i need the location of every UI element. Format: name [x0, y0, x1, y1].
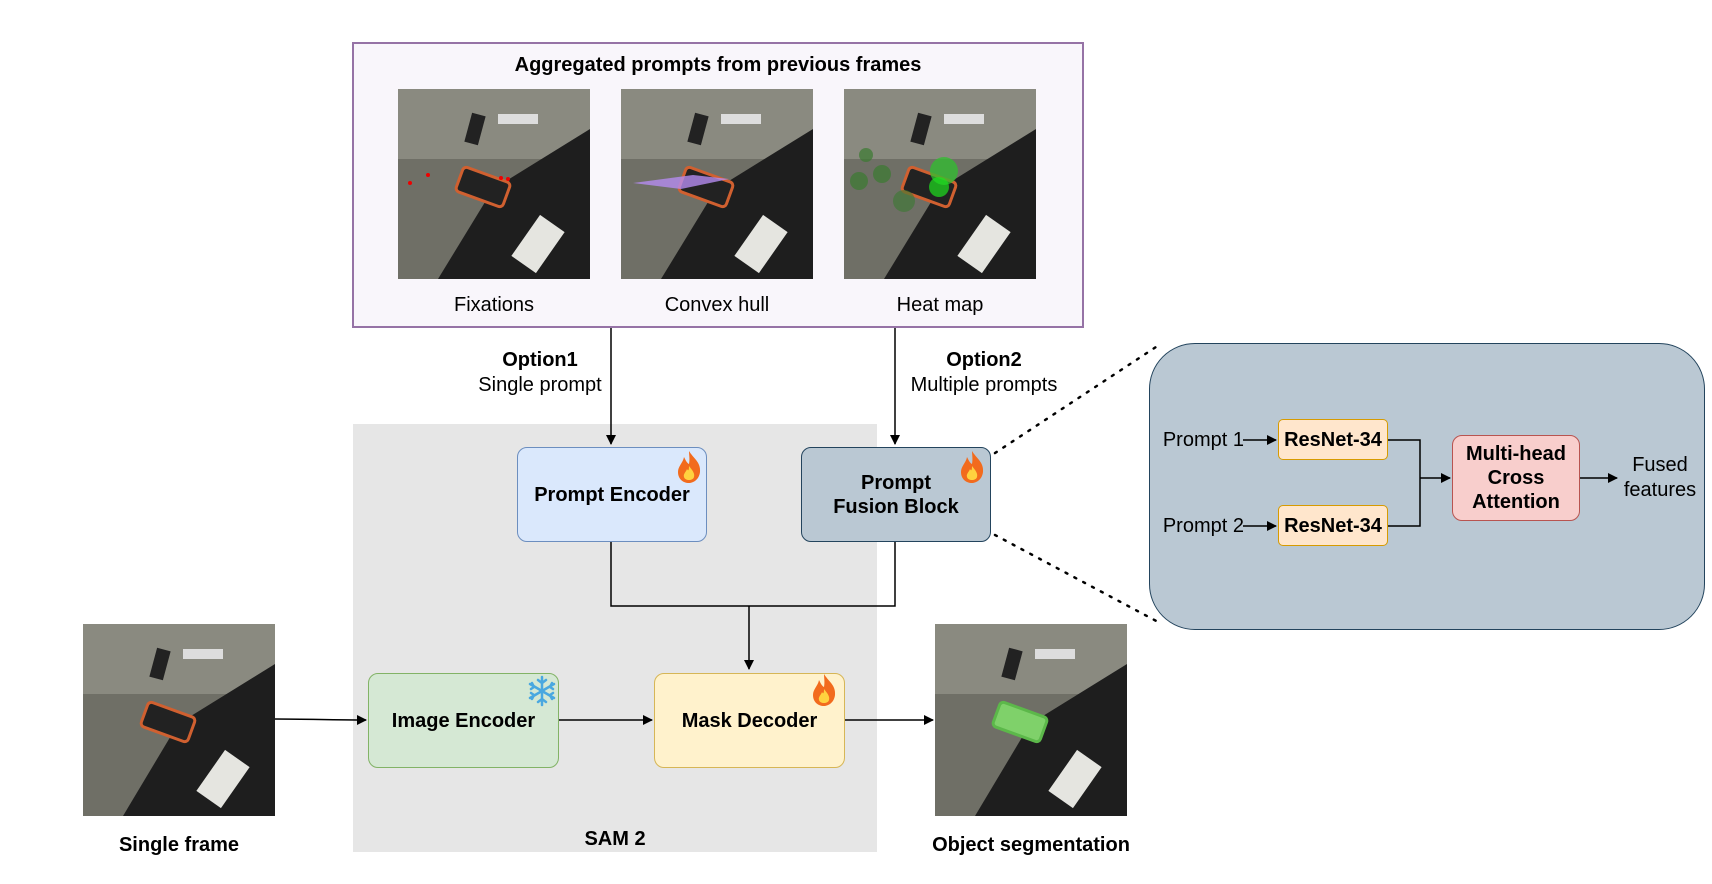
fusion-label-line2: Fusion Block	[833, 495, 959, 518]
snowflake-icon	[528, 675, 556, 707]
attention-line1: Multi-head	[1466, 443, 1566, 465]
resnet-label-2: ResNet-34	[1284, 514, 1382, 537]
mask-decoder-block: Mask Decoder	[654, 673, 845, 768]
caption-heat-map: Heat map	[896, 294, 984, 316]
sam2-label: SAM 2	[584, 828, 646, 850]
convex-hull-image	[621, 89, 813, 279]
image-encoder-label: Image Encoder	[391, 709, 536, 732]
option1-title: Option1	[502, 349, 578, 371]
option2-subtitle: Multiple prompts	[910, 374, 1058, 396]
fused-features-line2: features	[1623, 479, 1697, 501]
image-encoder-block: Image Encoder	[368, 673, 559, 768]
option1-subtitle: Single prompt	[478, 374, 602, 396]
aggregate-title: Aggregated prompts from previous frames	[514, 54, 922, 76]
resnet-block-2: ResNet-34	[1278, 505, 1388, 546]
heat-map-image	[844, 89, 1036, 279]
flame-icon	[678, 451, 701, 483]
fused-features-line1: Fused	[1632, 454, 1688, 476]
flame-icon	[961, 451, 984, 483]
output-segmentation-image	[935, 624, 1127, 816]
resnet-label-1: ResNet-34	[1284, 428, 1382, 451]
fixations-image	[398, 89, 590, 279]
cross-attention-block: Multi-head Cross Attention	[1452, 435, 1580, 521]
prompt-encoder-block: Prompt Encoder	[517, 447, 707, 542]
caption-convex-hull: Convex hull	[664, 294, 770, 316]
attention-line3: Attention	[1472, 491, 1560, 513]
caption-fixations: Fixations	[453, 294, 535, 316]
prompt-fusion-block: Prompt Fusion Block	[801, 447, 991, 542]
prompt1-label: Prompt 1	[1162, 429, 1244, 451]
prompt-encoder-label: Prompt Encoder	[534, 483, 690, 506]
output-caption: Object segmentation	[932, 834, 1130, 856]
input-frame-image	[83, 624, 275, 816]
option2-title: Option2	[946, 349, 1022, 371]
attention-line2: Cross	[1487, 467, 1545, 489]
input-caption: Single frame	[118, 834, 240, 856]
resnet-block-1: ResNet-34	[1278, 419, 1388, 460]
fusion-detail-panel	[1149, 343, 1705, 630]
flame-icon	[813, 674, 836, 706]
fusion-label-line1: Prompt	[861, 471, 931, 494]
mask-decoder-label: Mask Decoder	[681, 709, 818, 732]
prompt2-label: Prompt 2	[1162, 515, 1244, 537]
